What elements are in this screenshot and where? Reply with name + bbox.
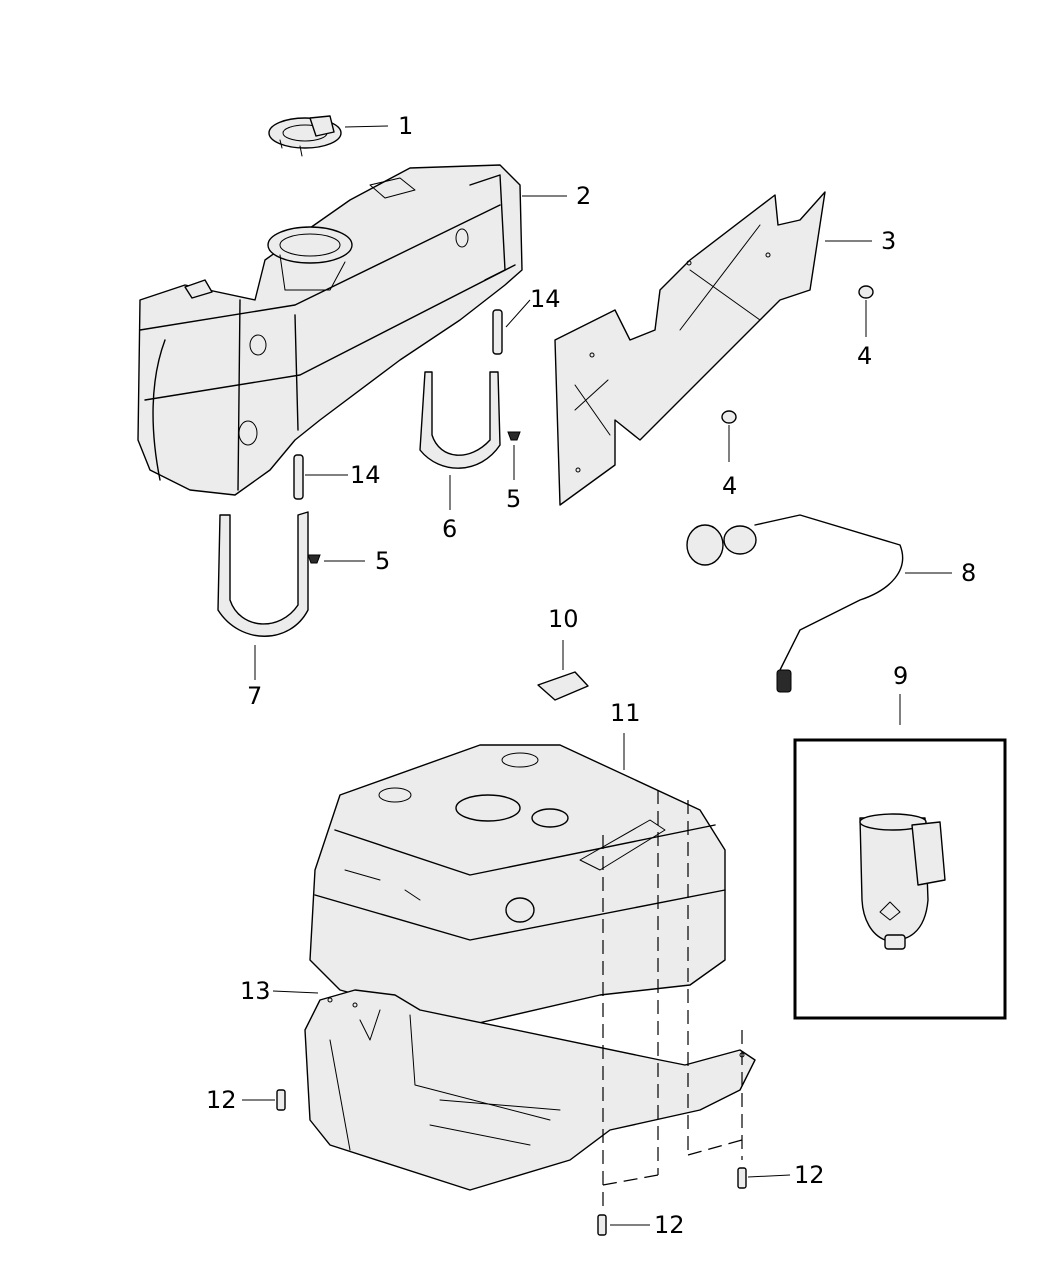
part-5-clip-upper	[507, 431, 521, 441]
callout-7: 7	[247, 682, 262, 710]
callout-6: 6	[442, 515, 457, 543]
part-13-skid-plate	[304, 989, 756, 1191]
alignment-lines	[602, 790, 743, 1210]
part-7-tank-strap	[217, 511, 309, 637]
part-14-stud-lower	[293, 454, 304, 500]
part-12-bolt-right	[737, 1167, 747, 1189]
part-12-bolt-left	[276, 1089, 286, 1111]
callout-8: 8	[961, 559, 976, 587]
callout-1: 1	[398, 112, 413, 140]
part-1-pump-module-cap	[268, 115, 342, 157]
callout-12-right: 12	[794, 1161, 825, 1189]
callout-12-left: 12	[206, 1086, 237, 1114]
callout-10: 10	[548, 605, 579, 633]
part-4-push-nut-upper	[858, 285, 874, 299]
part-6-tank-strap	[419, 371, 501, 469]
leader-lines	[242, 125, 952, 1226]
callout-13: 13	[240, 977, 271, 1005]
part-9-detail-box	[793, 738, 1007, 1020]
callout-14-upper: 14	[530, 285, 561, 313]
callout-5-lower: 5	[375, 547, 390, 575]
callout-11: 11	[610, 699, 641, 727]
callout-9: 9	[893, 662, 908, 690]
part-10-grommet	[537, 671, 589, 701]
part-2-fuel-tank-upper	[137, 164, 523, 496]
callout-5-upper: 5	[506, 485, 521, 513]
part-14-stud-upper	[492, 309, 503, 355]
part-12-bolt-bottom	[597, 1214, 607, 1236]
part-11-aux-fuel-tank	[309, 744, 726, 1026]
callout-4-lower: 4	[722, 472, 737, 500]
part-5-clip-lower	[307, 554, 321, 564]
callout-12-bottom: 12	[654, 1211, 685, 1239]
callout-3: 3	[881, 227, 896, 255]
part-8-fill-tube	[686, 514, 904, 693]
part-4-push-nut-lower	[721, 410, 737, 424]
callout-14-lower: 14	[350, 461, 381, 489]
callout-labels: 1 2 3 4 4 14 14 5 5 6 7 8 9 10 11 13 12 …	[206, 112, 976, 1239]
callout-4-upper: 4	[857, 342, 872, 370]
callout-2: 2	[576, 182, 591, 210]
part-3-heat-shield	[554, 191, 826, 506]
